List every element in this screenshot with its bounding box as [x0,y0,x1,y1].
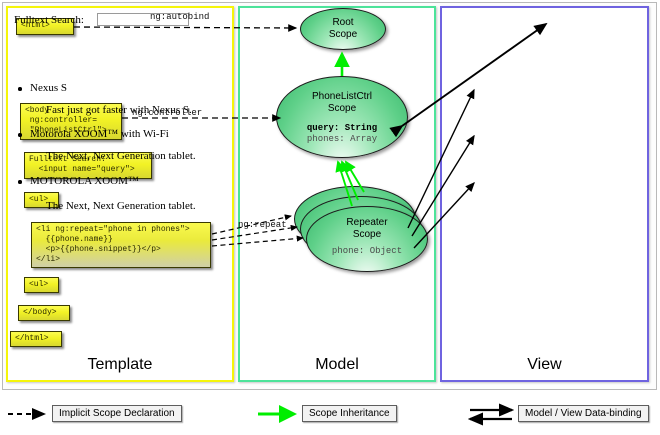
legend-label-implicit: Implicit Scope Declaration [52,405,182,422]
scope-root-title-2: Scope [328,28,358,40]
view-item-snippet: The Next, Next Generation tablet. [46,150,196,162]
code-box-html-open: <html> [16,18,74,35]
code-box-ul-open: <ul> [24,192,59,208]
scope-ctrl-prop-query: query: String [306,123,378,133]
scope-repeater-title-1: Repeater [346,217,388,228]
legend-label-databinding: Model / View Data-binding [518,405,649,422]
panel-view-label: View [527,356,562,373]
scope-repeater-prop-phone: phone: Object [331,246,403,256]
bullet-icon [18,180,22,184]
view-item-name: Nexus S [30,82,67,94]
scope-ctrl-prop-phones: phones: Array [306,133,378,144]
code-box-fulltext-search: Fulltext Search: <input name="query"> [24,152,152,179]
bullet-icon [18,87,22,91]
panel-view: View [440,6,649,382]
connector-label-controller: ng:controller [132,108,203,118]
scope-ctrl-title-1: PhoneListCtrl [311,91,373,102]
scope-repeater-title-2: Scope [352,228,382,240]
view-item-snippet: Fast just got faster with Nexus S. [46,104,192,116]
view-item-snippet: The Next, Next Generation tablet. [46,200,196,212]
legend: Implicit Scope Declaration Scope Inherit… [0,392,660,435]
view-list-item: Nexus S [18,82,67,94]
scope-root-title-1: Root [332,17,354,28]
code-box-body-close: </body> [18,305,70,321]
legend-label-inheritance: Scope Inheritance [302,405,397,422]
connector-label-repeat: ng:repeat [238,220,287,230]
connector-label-autobind: ng:autobind [150,12,210,22]
view-item-name: MOTOROLA XOOM™ [30,175,139,187]
scope-phonelistctrl: PhoneListCtrl Scope query: String phones… [276,76,408,158]
code-box-body-open: <body ng:controller= "PhoneListCtrl"> [20,103,122,140]
view-list-item: MOTOROLA XOOM™ [18,175,139,187]
scope-ctrl-title-2: Scope [327,102,357,114]
view-item-name: Motorola XOOM™ with Wi-Fi [30,128,169,140]
bullet-icon [18,133,22,137]
code-box-ul-close: <ul> [24,277,59,293]
view-fulltext-search-label: Fulltext Search: [14,14,84,26]
scope-root: Root Scope [300,8,386,50]
panel-model-label: Model [315,356,359,373]
view-list-item: Motorola XOOM™ with Wi-Fi [18,128,169,140]
code-box-li-repeat: <li ng:repeat="phone in phones"> {{phone… [31,222,211,268]
scope-repeater: Repeater Scope phone: Object [306,206,428,272]
view-search-input[interactable] [97,13,189,26]
panel-template-label: Template [87,356,153,373]
code-box-html-close: </html> [10,331,62,347]
